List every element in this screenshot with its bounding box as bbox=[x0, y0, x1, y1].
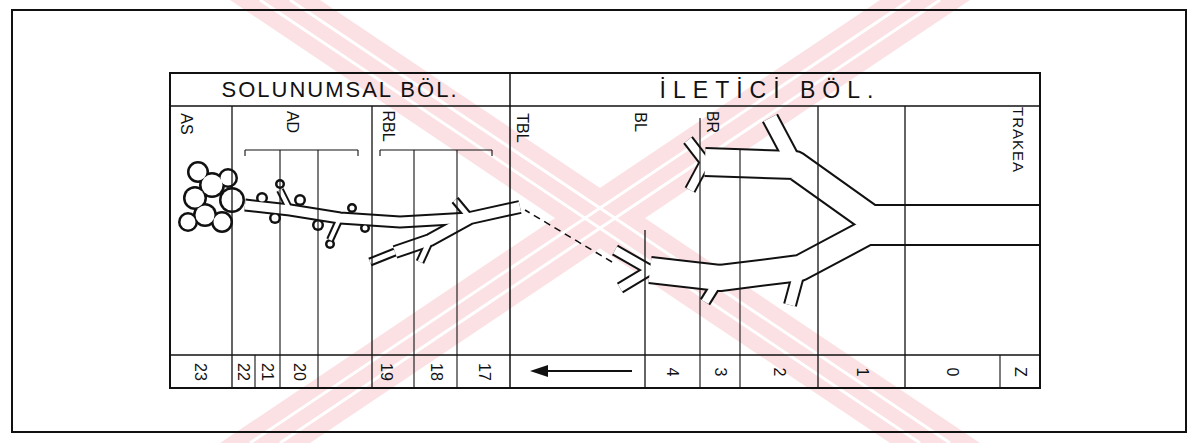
column-label: BR bbox=[704, 111, 720, 133]
generation-number: 22 bbox=[235, 363, 251, 381]
section-heading: İLETİCİ BÖL. bbox=[660, 79, 881, 102]
column-label: RBL bbox=[380, 110, 396, 141]
generation-number: 19 bbox=[378, 363, 394, 381]
generation-number: 1 bbox=[854, 368, 870, 377]
generation-number: 4 bbox=[664, 368, 680, 377]
dashed-link bbox=[525, 210, 612, 262]
generation-number: 2 bbox=[771, 368, 787, 377]
generation-number: 3 bbox=[712, 368, 728, 377]
watermark-x bbox=[220, 0, 980, 443]
column-label: BL bbox=[632, 112, 648, 132]
generation-number: 20 bbox=[291, 363, 307, 381]
generation-number: Z bbox=[1012, 367, 1028, 377]
column-label: AD bbox=[284, 111, 300, 133]
left-arrow bbox=[530, 365, 632, 377]
generation-number: 18 bbox=[428, 363, 444, 381]
column-label: TRAKEA bbox=[1011, 107, 1026, 173]
section-heading: SOLUNUMSAL BÖL. bbox=[221, 79, 458, 101]
generation-number: 0 bbox=[944, 368, 960, 377]
generation-number: 23 bbox=[192, 363, 208, 381]
generation-number: 21 bbox=[259, 363, 275, 381]
generation-number: 17 bbox=[476, 363, 492, 381]
column-label: AS bbox=[178, 113, 194, 134]
column-label: TBL bbox=[514, 113, 530, 142]
